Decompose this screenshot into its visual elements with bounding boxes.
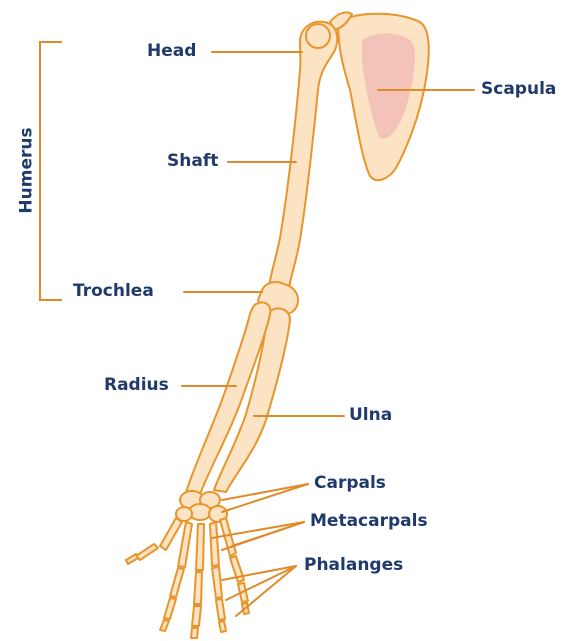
label-trochlea: Trochlea [73, 283, 154, 300]
label-humerus: Humerus [19, 127, 36, 213]
label-metacarpals: Metacarpals [310, 513, 428, 530]
label-phalanges: Phalanges [304, 557, 403, 574]
carpal-bones [176, 491, 227, 522]
label-carpals: Carpals [314, 475, 386, 492]
label-shaft: Shaft [167, 153, 218, 170]
label-scapula: Scapula [481, 81, 556, 98]
metacarpal-bones [160, 518, 236, 570]
label-ulna: Ulna [349, 407, 392, 424]
phalanx-bones [126, 544, 249, 638]
label-head: Head [147, 43, 196, 60]
label-radius: Radius [104, 377, 169, 394]
carpals-leader-lines [222, 484, 308, 512]
phalanges-leader-lines [222, 566, 296, 616]
humerus-bracket [40, 42, 62, 300]
scapula-bone [330, 12, 429, 180]
humerus-bone [258, 22, 337, 315]
